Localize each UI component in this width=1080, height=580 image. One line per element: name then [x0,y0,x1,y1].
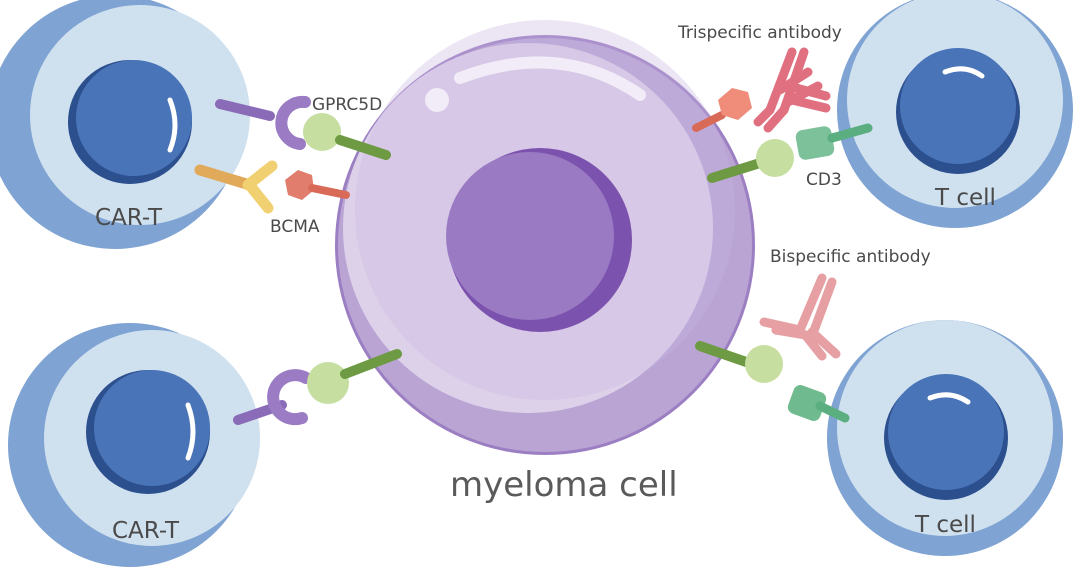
gprc5d-antigen-bottom [307,349,402,404]
car-t-label-top: CAR-T [95,205,163,231]
gprc5d-antigen-top [303,113,391,160]
myeloma-cell-label: myeloma cell [450,465,678,505]
bispecific-antibody [759,273,841,361]
car-t-gprc5d-receptor-bottom [233,369,312,426]
bispecific-antibody-label: Bispecific antibody [770,247,931,267]
car-t-label-bottom: CAR-T [112,518,180,544]
cd3-bottom [787,385,850,423]
myeloma-cell [335,20,755,455]
bcma-label: BCMA [270,217,320,237]
t-cell-label-top: T cell [934,185,996,211]
bcma-antigen [285,170,350,200]
cd3-label: CD3 [806,170,842,190]
trispecific-antibody [753,47,831,133]
t-cell-top [837,0,1073,228]
t-cell-label-bottom: T cell [914,512,976,538]
car-t-gprc5d-receptor [215,95,311,150]
t-cell-bottom [827,320,1063,556]
gprc5d-antigen-right [707,139,794,183]
car-t-cell-bottom [8,323,260,567]
gprc5d-antigen-right-bottom [695,341,783,383]
bcma-antigen-right [692,88,752,132]
gprc5d-label: GPRC5D [312,95,382,115]
car-t-bcma-receptor [194,160,278,214]
cd3-top [795,123,873,160]
trispecific-antibody-label: Trispecific antibody [677,23,842,43]
